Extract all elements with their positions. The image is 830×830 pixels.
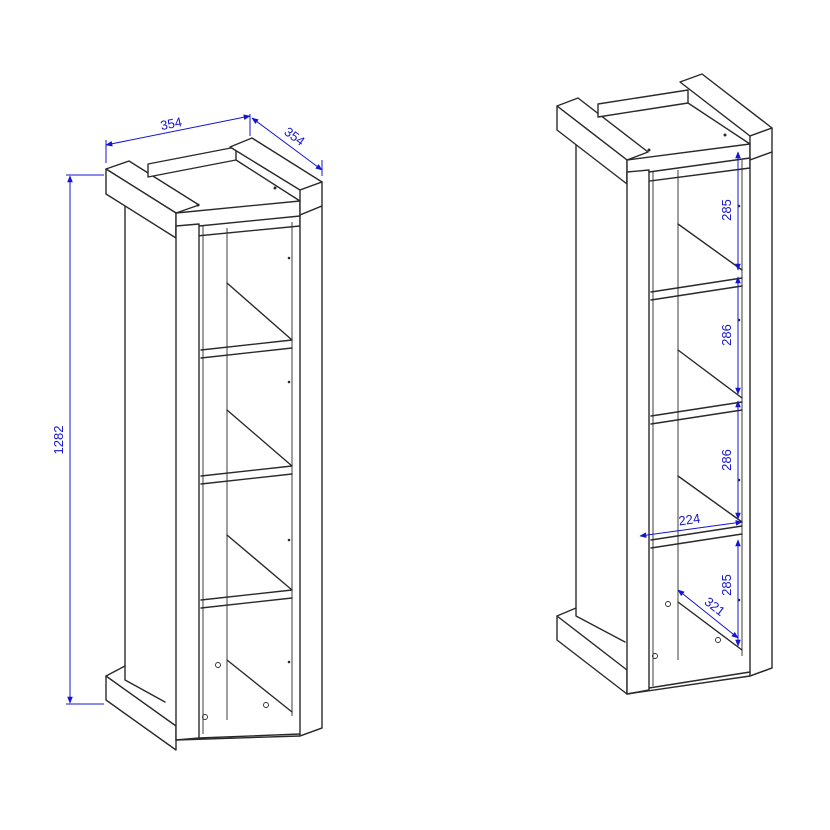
inner-width-label: 224 (678, 511, 702, 529)
bookcase-right-view: 285 286 286 285 224 321 (556, 73, 773, 695)
compartment-4-height-label: 285 (719, 574, 734, 596)
compartment-2-height-label: 286 (719, 324, 734, 346)
overall-depth-label: 354 (281, 124, 307, 149)
overall-height-label: 1282 (51, 426, 66, 455)
overall-width-label: 354 (159, 114, 183, 133)
dimension-lines-right (639, 151, 743, 647)
compartment-1-height-label: 285 (719, 199, 734, 221)
compartment-3-height-label: 286 (719, 449, 734, 471)
dimension-lines-left (66, 114, 323, 705)
inner-depth-label: 321 (702, 594, 728, 619)
bookcase-left-view: 354 354 1282 (51, 114, 323, 751)
